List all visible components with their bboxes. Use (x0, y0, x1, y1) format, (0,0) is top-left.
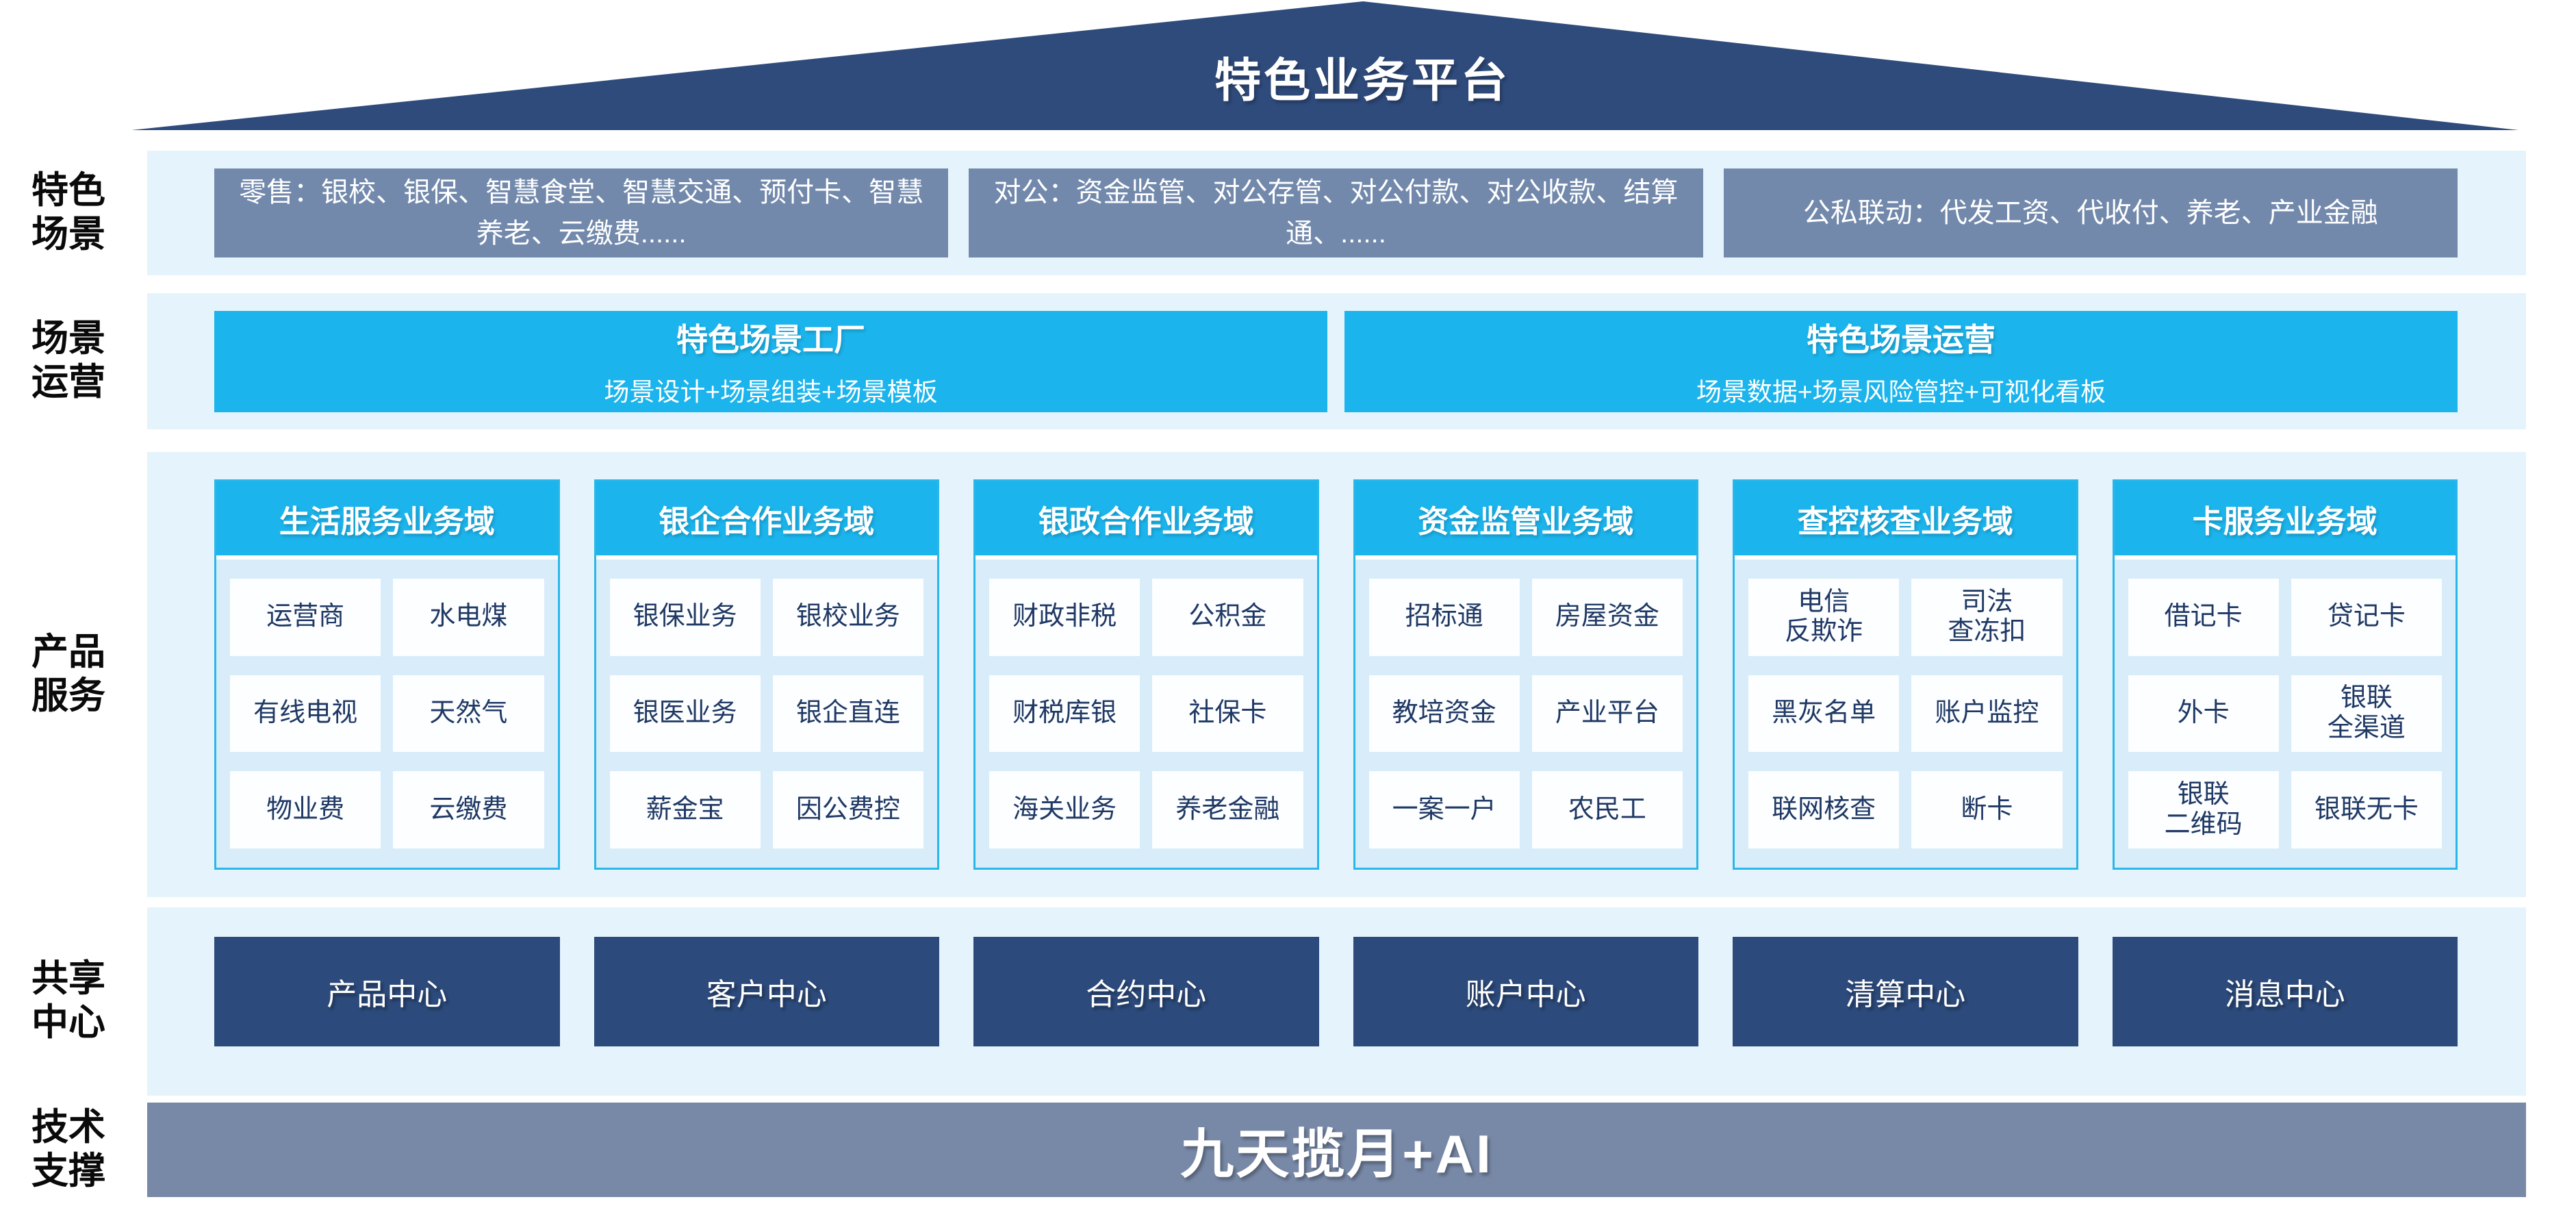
product-cell: 产业平台 (1531, 675, 1683, 753)
scenes-band: 零售：银校、银保、智慧食堂、智慧交通、预付卡、智慧养老、云缴费...... 对公… (147, 151, 2526, 275)
center-account: 账户中心 (1353, 937, 1698, 1046)
product-cell: 黑灰名单 (1748, 675, 1900, 753)
domain-body: 招标通 房屋资金 教培资金 产业平台 一案一户 农民工 (1355, 560, 1696, 868)
domain-header: 生活服务业务域 (216, 481, 558, 555)
product-cell: 有线电视 (230, 675, 381, 753)
product-cell: 银联 全渠道 (2291, 675, 2442, 753)
scene-factory-title: 特色场景工厂 (676, 322, 865, 357)
domain-bank-government: 银政合作业务域 财政非税 公积金 财税库银 社保卡 海关业务 养老金融 (973, 479, 1319, 870)
product-cell: 因公费控 (772, 771, 923, 848)
product-cell: 断卡 (1911, 771, 2063, 848)
products-band: 生活服务业务域 运营商 水电煤 有线电视 天然气 物业费 云缴费 银企合作业务域… (147, 452, 2526, 897)
product-cell: 司法 查冻扣 (1911, 579, 2063, 656)
product-cell: 银联无卡 (2291, 771, 2442, 848)
scene-box-corporate: 对公：资金监管、对公存管、对公付款、对公收款、结算通、...... (969, 168, 1703, 257)
rail-label-scenes: 特色 场景 (31, 170, 105, 255)
domain-header: 卡服务业务域 (2114, 481, 2456, 555)
product-cell: 招标通 (1368, 579, 1520, 656)
product-cell: 海关业务 (989, 771, 1140, 848)
domain-body: 电信 反欺诈 司法 查冻扣 黑灰名单 账户监控 联网核查 断卡 (1735, 560, 2076, 868)
product-cell: 外卡 (2128, 675, 2279, 753)
domain-header: 查控核查业务域 (1735, 481, 2076, 555)
product-cell: 银校业务 (772, 579, 923, 656)
product-cell: 财政非税 (989, 579, 1140, 656)
centers-band: 产品中心 客户中心 合约中心 账户中心 清算中心 消息中心 (147, 907, 2526, 1096)
product-cell: 公积金 (1152, 579, 1303, 656)
centers-row: 产品中心 客户中心 合约中心 账户中心 清算中心 消息中心 (214, 937, 2458, 1046)
product-cell: 云缴费 (393, 771, 544, 848)
scenes-row: 零售：银校、银保、智慧食堂、智慧交通、预付卡、智慧养老、云缴费...... 对公… (214, 168, 2458, 257)
operations-band: 特色场景工厂 场景设计+场景组装+场景模板 特色场景运营 场景数据+场景风险管控… (147, 293, 2526, 429)
center-settlement: 清算中心 (1733, 937, 2078, 1046)
domain-header: 银企合作业务域 (596, 481, 937, 555)
product-cell: 农民工 (1531, 771, 1683, 848)
product-cell: 教培资金 (1368, 675, 1520, 753)
product-cell: 银保业务 (609, 579, 761, 656)
center-message: 消息中心 (2112, 937, 2458, 1046)
product-cell: 天然气 (393, 675, 544, 753)
tech-support-bar: 九天揽月+AI (147, 1103, 2526, 1197)
product-cell: 财税库银 (989, 675, 1140, 753)
product-cell: 电信 反欺诈 (1748, 579, 1900, 656)
domain-body: 运营商 水电煤 有线电视 天然气 物业费 云缴费 (216, 560, 558, 868)
scene-box-retail: 零售：银校、银保、智慧食堂、智慧交通、预付卡、智慧养老、云缴费...... (214, 168, 949, 257)
domain-body: 财政非税 公积金 财税库银 社保卡 海关业务 养老金融 (975, 560, 1317, 868)
product-cell: 物业费 (230, 771, 381, 848)
scene-operation-title: 特色场景运营 (1807, 322, 1995, 357)
domain-bank-enterprise: 银企合作业务域 银保业务 银校业务 银医业务 银企直连 薪金宝 因公费控 (594, 479, 939, 870)
product-cell: 一案一户 (1368, 771, 1520, 848)
rail-label-products: 产品 服务 (31, 631, 105, 716)
product-cell: 银医业务 (609, 675, 761, 753)
center-contract: 合约中心 (973, 937, 1319, 1046)
scene-factory-box: 特色场景工厂 场景设计+场景组装+场景模板 (214, 311, 1327, 412)
rail-label-operations: 场景 运营 (31, 318, 105, 403)
operations-row: 特色场景工厂 场景设计+场景组装+场景模板 特色场景运营 场景数据+场景风险管控… (214, 311, 2458, 412)
product-cell: 银企直连 (772, 675, 923, 753)
product-cell: 贷记卡 (2291, 579, 2442, 656)
product-cell: 薪金宝 (609, 771, 761, 848)
domain-body: 银保业务 银校业务 银医业务 银企直连 薪金宝 因公费控 (596, 560, 937, 868)
scene-box-public-private: 公私联动：代发工资、代收付、养老、产业金融 (1723, 168, 2458, 257)
center-customer: 客户中心 (594, 937, 939, 1046)
product-cell: 运营商 (230, 579, 381, 656)
domain-header: 银政合作业务域 (975, 481, 1317, 555)
product-cell: 联网核查 (1748, 771, 1900, 848)
domain-card-services: 卡服务业务域 借记卡 贷记卡 外卡 银联 全渠道 银联 二维码 银联无卡 (2112, 479, 2458, 870)
domain-body: 借记卡 贷记卡 外卡 银联 全渠道 银联 二维码 银联无卡 (2114, 560, 2456, 868)
product-cell: 养老金融 (1152, 771, 1303, 848)
product-cell: 水电煤 (393, 579, 544, 656)
scene-operation-box: 特色场景运营 场景数据+场景风险管控+可视化看板 (1344, 311, 2458, 412)
page-title: 特色业务平台 (1214, 55, 1511, 107)
domains-row: 生活服务业务域 运营商 水电煤 有线电视 天然气 物业费 云缴费 银企合作业务域… (214, 479, 2458, 870)
rail-label-centers: 共享 中心 (31, 958, 105, 1043)
scene-factory-subtitle: 场景设计+场景组装+场景模板 (604, 378, 938, 406)
domain-header: 资金监管业务域 (1355, 481, 1696, 555)
product-cell: 社保卡 (1152, 675, 1303, 753)
domain-inquiry-verification: 查控核查业务域 电信 反欺诈 司法 查冻扣 黑灰名单 账户监控 联网核查 断卡 (1733, 479, 2078, 870)
domain-life-services: 生活服务业务域 运营商 水电煤 有线电视 天然气 物业费 云缴费 (214, 479, 560, 870)
center-product: 产品中心 (214, 937, 560, 1046)
product-cell: 银联 二维码 (2128, 771, 2279, 848)
rail-label-tech: 技术 支撑 (31, 1107, 105, 1192)
domain-fund-supervision: 资金监管业务域 招标通 房屋资金 教培资金 产业平台 一案一户 农民工 (1353, 479, 1698, 870)
product-cell: 账户监控 (1911, 675, 2063, 753)
product-cell: 借记卡 (2128, 579, 2279, 656)
scene-operation-subtitle: 场景数据+场景风险管控+可视化看板 (1696, 378, 2106, 406)
product-cell: 房屋资金 (1531, 579, 1683, 656)
